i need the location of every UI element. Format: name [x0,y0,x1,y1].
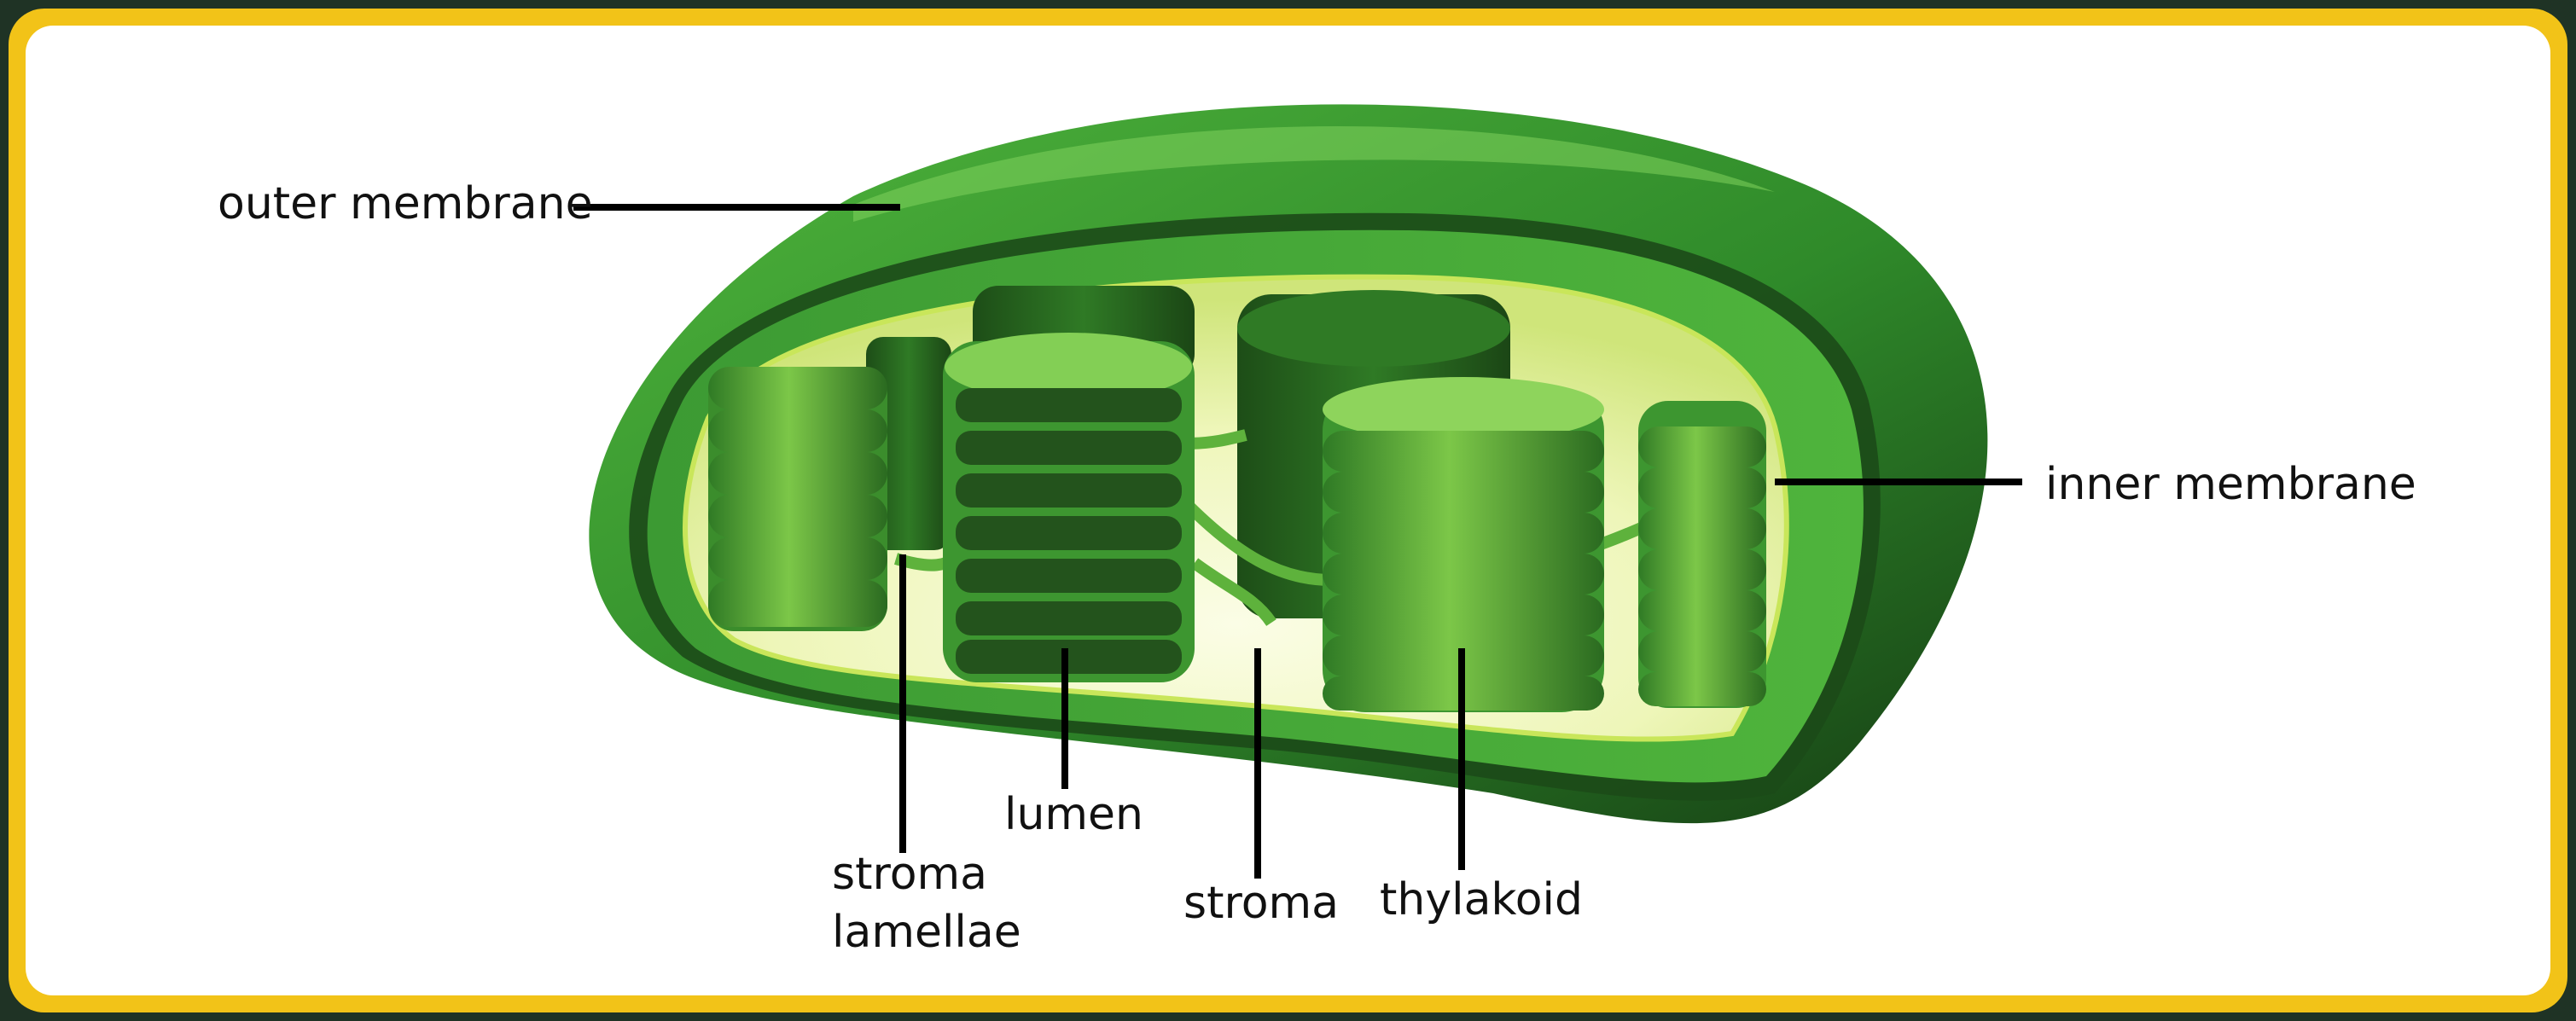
label-thylakoid: thylakoid [1380,874,1583,925]
label-stroma: stroma [1183,878,1339,929]
label-inner-membrane: inner membrane [2045,459,2416,510]
label-stroma-lamellae-line2: lamellae [832,907,1021,958]
granum-left [708,367,887,631]
label-lumen: lumen [1004,789,1143,840]
granum-cut-lumen [943,333,1195,682]
granum-right [1638,401,1766,708]
label-outer-membrane: outer membrane [218,178,593,229]
label-stroma-lamellae-line1: stroma [832,849,987,900]
